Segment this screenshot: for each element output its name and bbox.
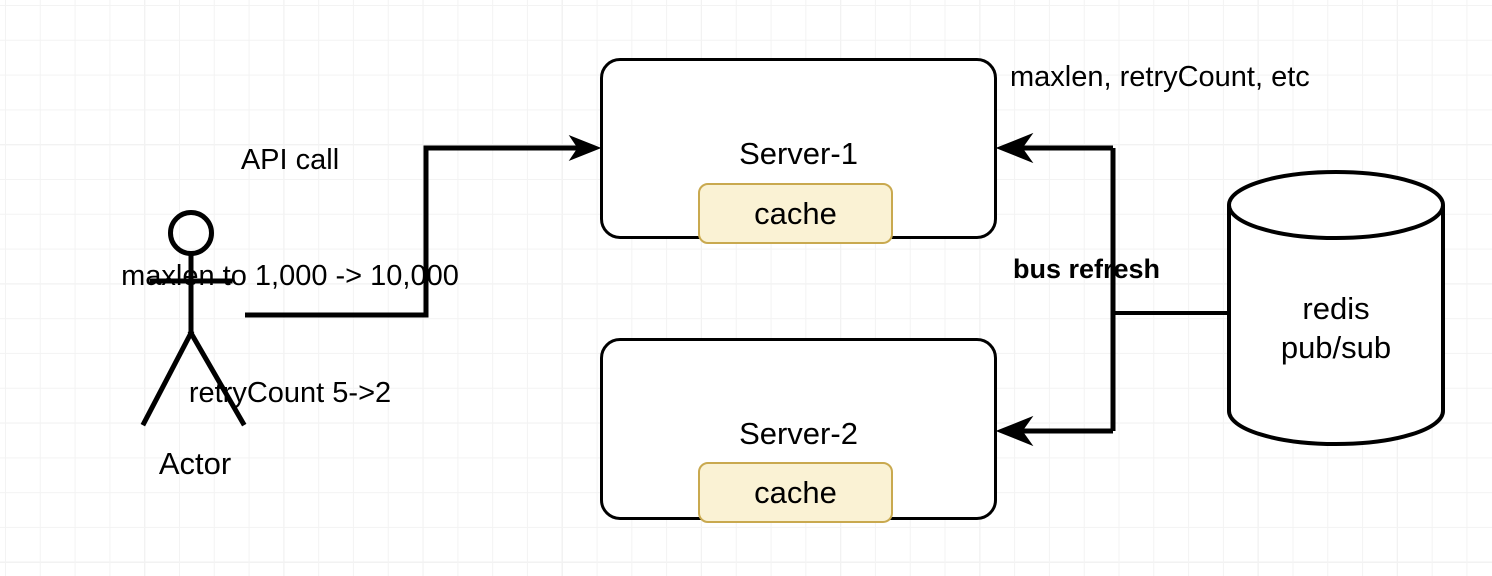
config-keys-annotation: maxlen, retryCount, etc	[1010, 61, 1310, 93]
redis-cylinder-body	[1227, 170, 1445, 446]
redis-label-line-1: redis	[1302, 291, 1370, 326]
edge-redis-to-server-2-arrowhead	[995, 415, 1034, 447]
server-1-label: Server-1	[739, 136, 858, 171]
redis-cylinder-top-ellipse	[1227, 204, 1445, 240]
edge-actor-to-server-1-arrowhead	[568, 134, 602, 162]
api-call-annotation: API call maxlen to 1,000 -> 10,000 retry…	[50, 63, 530, 490]
redis-label-line-2: pub/sub	[1280, 330, 1392, 365]
actor-label: Actor	[158, 446, 232, 481]
cache-label: cache	[754, 195, 837, 231]
api-call-line-3: retryCount 5->2	[188, 376, 392, 409]
api-call-line-2: maxlen to 1,000 -> 10,000	[121, 260, 459, 293]
redis-cylinder-shape	[1227, 170, 1445, 446]
api-call-line-1: API call	[240, 143, 340, 176]
cache-box-server-1[interactable]: cache	[698, 183, 893, 244]
actor-left-leg-line	[140, 329, 195, 427]
edge-redis-to-server-1-arrowhead	[995, 132, 1034, 164]
redis-node[interactable]: redis pub/sub	[1229, 289, 1443, 379]
edge-actor-to-server-1	[245, 134, 602, 318]
actor-icon	[140, 210, 247, 427]
cache-box-server-2[interactable]: cache	[698, 462, 893, 523]
edge-redis-bus	[995, 132, 1229, 447]
cache-label: cache	[754, 474, 837, 510]
edge-actor-to-server-1-path	[245, 145, 588, 318]
server-2-label: Server-2	[739, 416, 858, 451]
actor-right-leg-line	[187, 329, 247, 427]
bus-refresh-label: bus refresh	[1013, 254, 1161, 284]
